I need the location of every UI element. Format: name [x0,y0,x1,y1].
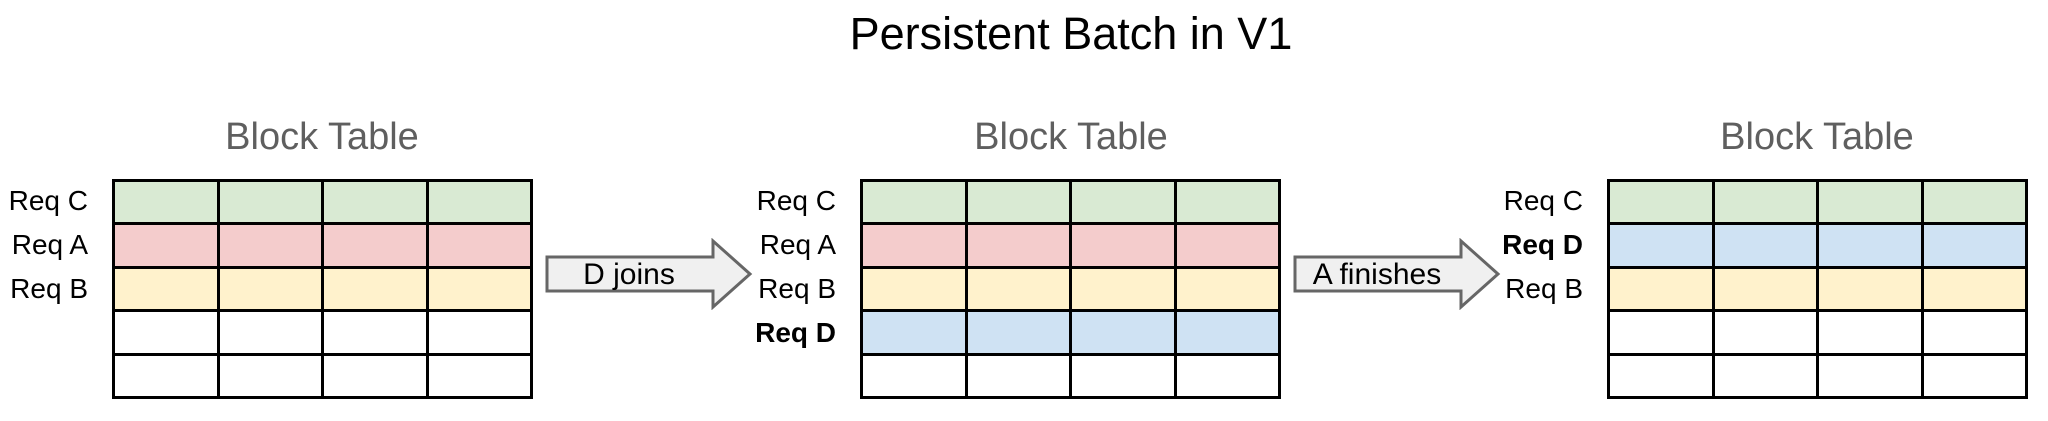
row-label-empty [1413,311,1583,355]
row-label-req-b: Req B [1505,273,1583,304]
block-cell [428,182,530,223]
block-cell [1072,355,1174,396]
row-label-empty [0,355,88,399]
block-cell [324,268,426,310]
block-cell [1610,182,1712,223]
block-cell [115,225,217,266]
block-cell [1923,268,2025,310]
block-cell [1072,312,1174,353]
row-label-req-c: Req C [8,185,88,216]
block-table-heading: Block Table [1720,116,1914,158]
right-arrow-icon [545,238,753,310]
block-cell [1819,312,1921,353]
block-cell [428,355,530,396]
row-label-empty [0,311,88,355]
row-labels: Req C Req A Req B [0,179,88,399]
block-cell [115,268,217,310]
block-cell [1923,182,2025,223]
block-cell [324,225,426,266]
block-cell [219,225,321,266]
block-cell [1923,312,2025,353]
block-cell [324,355,426,396]
block-cell [1610,268,1712,310]
block-cell [967,268,1069,310]
block-cell [219,268,321,310]
block-cell [1714,268,1816,310]
block-cell [1714,182,1816,223]
block-cell [1819,268,1921,310]
block-cell [324,312,426,353]
block-table-grid [1607,179,2028,399]
block-cell [967,312,1069,353]
block-cell [1072,182,1174,223]
block-cell [1819,225,1921,266]
row-label-req-c: Req C [756,185,836,216]
block-cell [1176,312,1278,353]
row-label-req-b: Req B [758,273,836,304]
block-cell [863,355,965,396]
block-table-heading: Block Table [974,116,1168,158]
block-cell [115,182,217,223]
block-cell [1072,225,1174,266]
diagram-title: Persistent Batch in V1 [849,8,1293,59]
row-label-req-c: Req C [1503,185,1583,216]
block-cell [1176,268,1278,310]
block-cell [1714,225,1816,266]
block-cell [219,182,321,223]
block-cell [863,312,965,353]
row-label-empty [666,355,836,399]
block-cell [967,182,1069,223]
block-cell [1176,182,1278,223]
block-cell [863,268,965,310]
block-cell [219,355,321,396]
block-table-grid [860,179,1281,399]
block-cell [115,312,217,353]
arrow-label-d-joins: D joins [583,258,675,291]
row-label-empty [1413,355,1583,399]
row-labels: Req C Req D Req B [1413,179,1583,399]
block-cell [428,268,530,310]
row-label-req-a: Req A [759,229,836,260]
block-cell [1819,355,1921,396]
block-cell [1072,268,1174,310]
block-table-heading: Block Table [225,116,419,158]
arrow-label-a-finishes: A finishes [1312,258,1442,291]
block-cell [1819,182,1921,223]
block-cell [1610,312,1712,353]
row-label-req-d: Req D [755,317,836,348]
block-table-grid [112,179,533,399]
block-cell [967,225,1069,266]
block-cell [1923,225,2025,266]
block-cell [1714,312,1816,353]
block-cell [219,312,321,353]
block-cell [1714,355,1816,396]
block-cell [428,312,530,353]
block-cell [1610,355,1712,396]
block-cell [1610,225,1712,266]
row-label-req-a: Req A [11,229,88,260]
block-cell [428,225,530,266]
block-cell [863,225,965,266]
right-arrow-icon [1293,238,1501,310]
block-cell [324,182,426,223]
block-cell [115,355,217,396]
block-cell [1176,225,1278,266]
row-label-req-d: Req D [1502,229,1583,260]
row-labels: Req C Req A Req B Req D [666,179,836,399]
block-cell [1923,355,2025,396]
block-cell [967,355,1069,396]
block-cell [1176,355,1278,396]
row-label-req-b: Req B [10,273,88,304]
block-cell [863,182,965,223]
